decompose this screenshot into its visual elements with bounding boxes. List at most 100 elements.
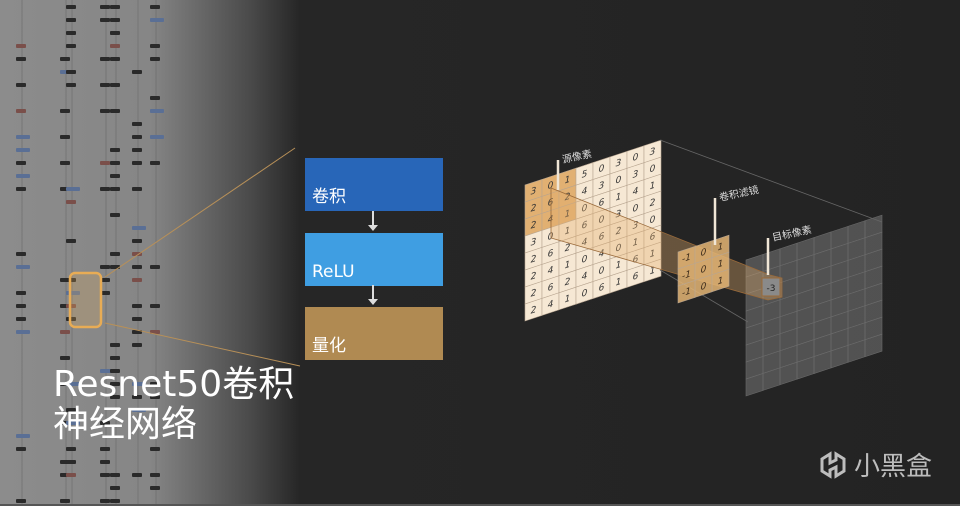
graph-node [132, 70, 142, 74]
graph-node [66, 31, 76, 35]
callout-line-bottom [104, 322, 301, 367]
source-grid-value: 0 [582, 253, 588, 266]
filter-grid-value: -1 [682, 285, 691, 299]
filter-label: 卷积滤镜 [718, 183, 760, 204]
graph-node [132, 265, 142, 269]
graph-node [60, 135, 70, 139]
source-grid-value: 1 [616, 191, 622, 204]
graph-node [132, 408, 146, 412]
graph-node [150, 161, 160, 165]
graph-node [110, 83, 120, 87]
graph-node [132, 161, 142, 165]
graph-node [16, 44, 26, 48]
source-grid-value: 0 [633, 202, 639, 215]
graph-node [150, 5, 160, 9]
callout-line-top [104, 147, 296, 278]
watermark: 小黑盒 [818, 446, 932, 483]
target-plane [745, 214, 883, 397]
graph-node [100, 265, 110, 269]
graph-node [60, 57, 70, 61]
source-grid-value: 3 [650, 146, 656, 159]
source-grid-value: 1 [565, 174, 571, 187]
graph-node [132, 148, 142, 152]
source-grid-value: 5 [582, 168, 588, 181]
graph-node [110, 148, 120, 152]
watermark-text: 小黑盒 [854, 452, 933, 482]
graph-node [66, 447, 76, 451]
source-grid-value: 1 [565, 259, 571, 272]
graph-node [100, 278, 110, 282]
source-grid-value: 6 [633, 253, 639, 266]
source-grid-value: 6 [582, 219, 588, 232]
source-grid-cell [643, 258, 662, 283]
graph-node [60, 356, 70, 360]
source-grid-value: 0 [616, 174, 622, 187]
graph-node [100, 460, 110, 464]
source-grid-value: 6 [650, 231, 656, 244]
source-grid-value: 4 [548, 213, 554, 226]
bottom-bar [0, 504, 960, 506]
graph-node [150, 109, 164, 113]
filter-grid-value: -1 [682, 268, 691, 282]
graph-node [100, 18, 110, 22]
target-pixel-value: -3 [767, 284, 776, 294]
graph-node [110, 213, 120, 217]
graph-node [16, 317, 26, 321]
graph-node [16, 83, 26, 87]
source-grid-value: 2 [531, 270, 537, 283]
graph-node [150, 135, 164, 139]
graph-node [16, 174, 30, 178]
graph-node [16, 447, 26, 451]
source-grid-value: 2 [650, 197, 656, 210]
graph-node [100, 421, 110, 425]
graph-node [66, 5, 76, 9]
source-grid-value: 1 [650, 265, 656, 278]
source-grid-value: 4 [599, 248, 605, 261]
graph-node [16, 330, 30, 334]
graph-node [110, 486, 120, 490]
highlight-box [68, 271, 103, 329]
source-grid-value: 3 [616, 208, 622, 221]
arrow-down-icon [368, 211, 378, 231]
arrow-down-icon [368, 285, 378, 305]
source-grid-value: 0 [599, 163, 605, 176]
filter-grid-cell [711, 268, 730, 293]
filter-grid-value: 1 [718, 275, 724, 288]
source-grid-value: 0 [582, 202, 588, 215]
graph-node [100, 187, 110, 191]
graph-node [16, 304, 26, 308]
source-grid-value: 0 [582, 287, 588, 300]
graph-node [60, 330, 70, 334]
graph-node [16, 161, 26, 165]
graph-node [66, 187, 80, 191]
filter-grid-value: 0 [701, 280, 707, 293]
graph-node [150, 395, 160, 399]
graph-node [132, 343, 142, 347]
source-grid-value: 0 [650, 163, 656, 176]
source-grid-value: 3 [599, 180, 605, 193]
graph-node [16, 434, 30, 438]
source-grid-value: 2 [531, 219, 537, 232]
graph-node [132, 304, 142, 308]
graph-node [16, 265, 30, 269]
source-grid-value: 4 [582, 236, 588, 249]
flow-step-conv: 卷积 [305, 158, 443, 211]
source-grid-value: 4 [633, 185, 639, 198]
graph-node [110, 252, 120, 256]
source-grid-value: 3 [633, 168, 639, 181]
graph-node [100, 291, 110, 295]
graph-node [150, 44, 160, 48]
filter-grid-value: 1 [718, 258, 724, 271]
source-grid-value: 2 [565, 242, 571, 255]
graph-node [66, 239, 76, 243]
source-grid-value: 0 [599, 214, 605, 227]
flow-step-quantize: 量化 [305, 307, 443, 360]
graph-node [150, 57, 160, 61]
graph-node [150, 486, 160, 490]
target-pixel [761, 277, 781, 297]
graph-node [16, 291, 26, 295]
source-grid-value: 1 [565, 293, 571, 306]
source-grid-value: 0 [633, 151, 639, 164]
